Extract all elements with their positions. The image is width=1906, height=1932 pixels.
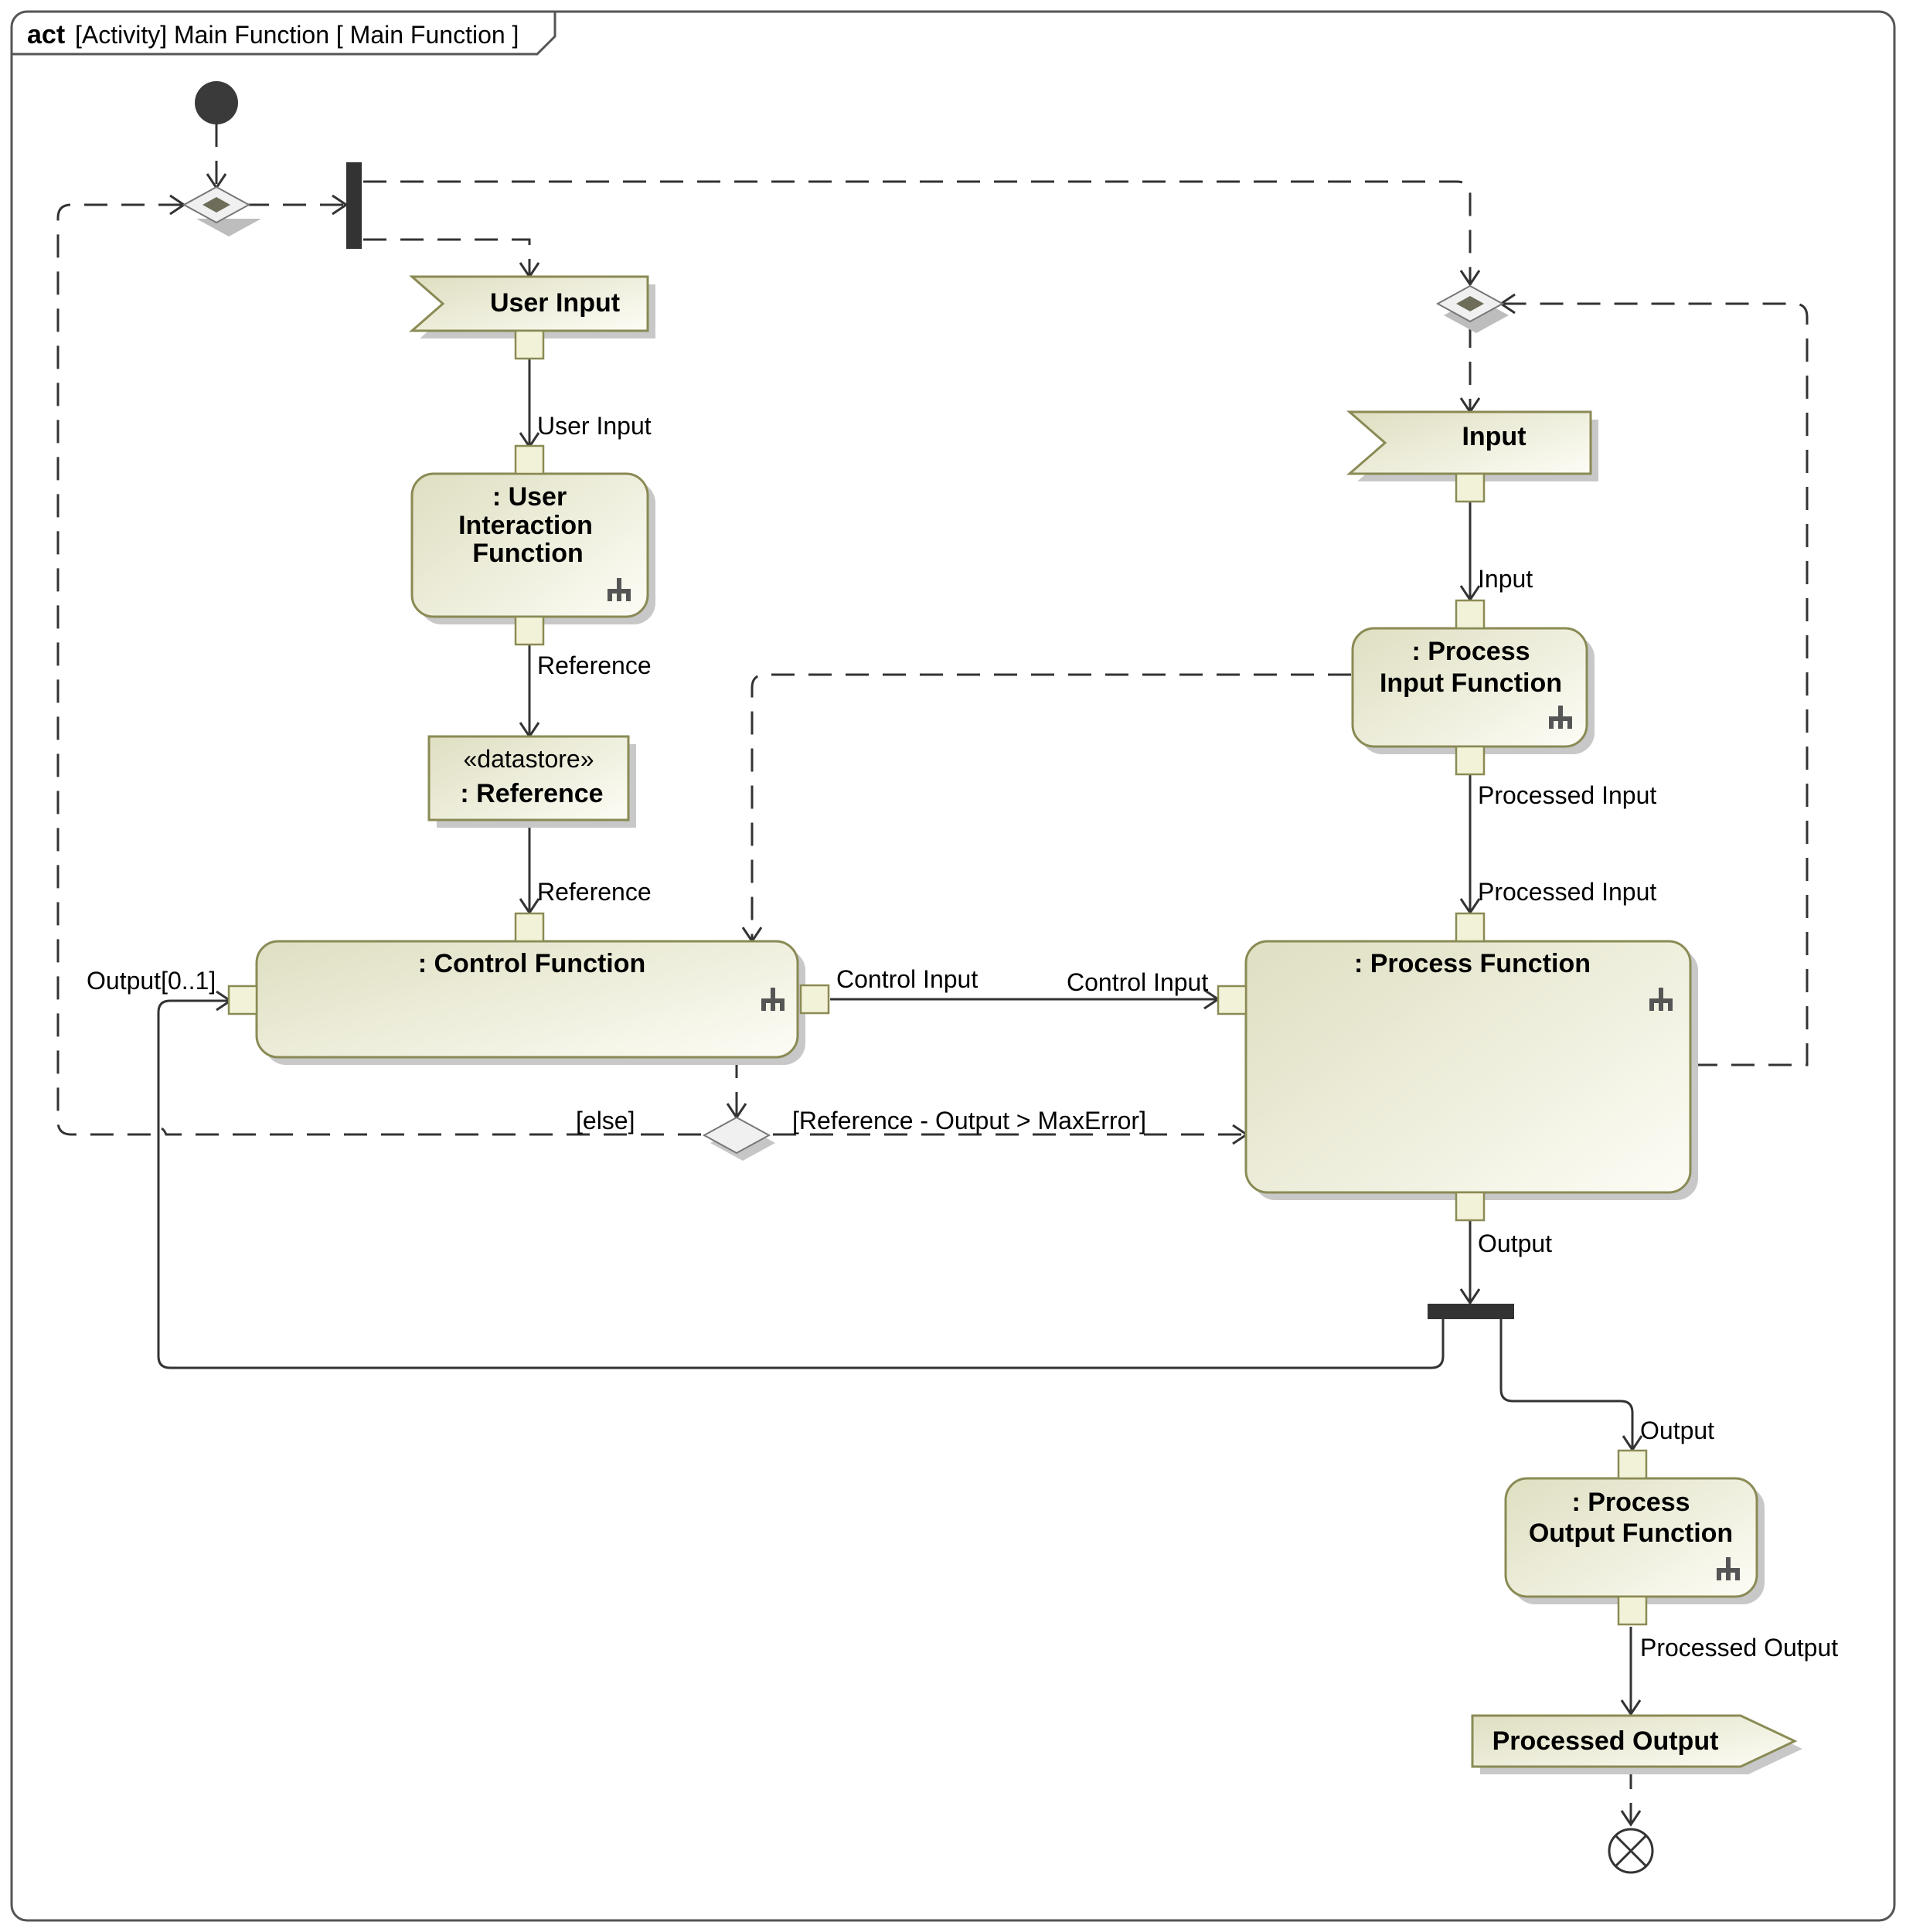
action-process-output-function: : Process Output Function <box>1504 1477 1765 1604</box>
decision-node <box>702 1116 775 1161</box>
user-interaction-line2: Interaction <box>458 511 593 540</box>
label-processed-input-out: Processed Input <box>1478 781 1656 809</box>
fork-bar-top <box>346 162 362 249</box>
frame-keyword: act <box>27 20 65 49</box>
accept-event-input: Input <box>1346 410 1598 481</box>
process-input-line2: Input Function <box>1380 668 1562 698</box>
datastore-name: : Reference <box>460 779 603 808</box>
processed-output-signal-label: Processed Output <box>1492 1726 1719 1756</box>
pin-processed-input-out <box>1455 745 1486 776</box>
pin-reference-out <box>514 615 545 646</box>
process-function-label: : Process Function <box>1354 949 1591 978</box>
action-process-input-function: : Process Input Function <box>1351 627 1595 754</box>
label-output-out: Output <box>1478 1230 1552 1257</box>
user-interaction-line1: : User <box>492 482 567 512</box>
object-flows <box>56 124 1809 1145</box>
label-control-input-out: Control Input <box>836 965 978 993</box>
pin-output-out <box>1455 1191 1486 1222</box>
pin-user-input-out <box>514 329 545 360</box>
pin-control-input-out <box>799 984 830 1015</box>
pin-input-in <box>1455 599 1486 630</box>
action-process-function: : Process Function <box>1244 940 1698 1200</box>
guard-condition: [Reference - Output > MaxError] <box>792 1107 1146 1134</box>
guard-else: [else] <box>576 1107 635 1134</box>
fork-bar-bottom <box>1428 1304 1514 1319</box>
label-reference-out: Reference <box>537 651 652 679</box>
pin-user-input-in <box>514 444 545 475</box>
process-output-line2: Output Function <box>1529 1519 1733 1548</box>
label-processed-input-in: Processed Input <box>1478 878 1656 906</box>
user-input-event-label: User Input <box>490 288 620 318</box>
label-control-input-in: Control Input <box>1067 968 1208 996</box>
final-node <box>1608 1828 1654 1874</box>
action-control-function: : Control Function <box>255 940 805 1065</box>
pin-output-loop-in <box>227 985 258 1015</box>
pin-input-out <box>1455 472 1486 503</box>
label-processed-output-out: Processed Output <box>1640 1634 1838 1662</box>
pin-output-in <box>1617 1449 1648 1480</box>
send-signal-processed-output: Processed Output <box>1471 1714 1802 1774</box>
process-input-line1: : Process <box>1411 637 1530 666</box>
initial-node <box>195 81 238 124</box>
pin-control-input-in <box>1217 985 1247 1015</box>
action-user-interaction-function: : User Interaction Function <box>410 472 655 624</box>
accept-event-user-input: User Input <box>409 275 655 338</box>
label-user-input-in: User Input <box>537 412 652 440</box>
input-event-label: Input <box>1462 422 1526 451</box>
label-input-in: Input <box>1478 565 1533 593</box>
control-function-label: : Control Function <box>418 949 646 978</box>
merge-node-right <box>1435 284 1509 333</box>
pin-reference-in <box>514 912 545 943</box>
pin-processed-output-out <box>1617 1595 1648 1626</box>
label-output-in: Output <box>1640 1417 1714 1444</box>
datastore-reference: «datastore» : Reference <box>427 735 636 828</box>
control-flows <box>157 357 1643 1827</box>
process-output-line1: : Process <box>1571 1488 1690 1517</box>
datastore-stereotype: «datastore» <box>463 745 594 773</box>
pin-processed-input-in <box>1455 912 1486 943</box>
frame-title: [Activity] Main Function [ Main Function… <box>75 21 519 49</box>
label-output-loop: Output[0..1] <box>87 967 216 995</box>
label-reference-in: Reference <box>537 878 652 906</box>
user-interaction-line3: Function <box>472 539 584 568</box>
merge-node-left <box>182 185 261 236</box>
edge-labels: User Input Reference Reference Input Pro… <box>87 412 1838 1662</box>
